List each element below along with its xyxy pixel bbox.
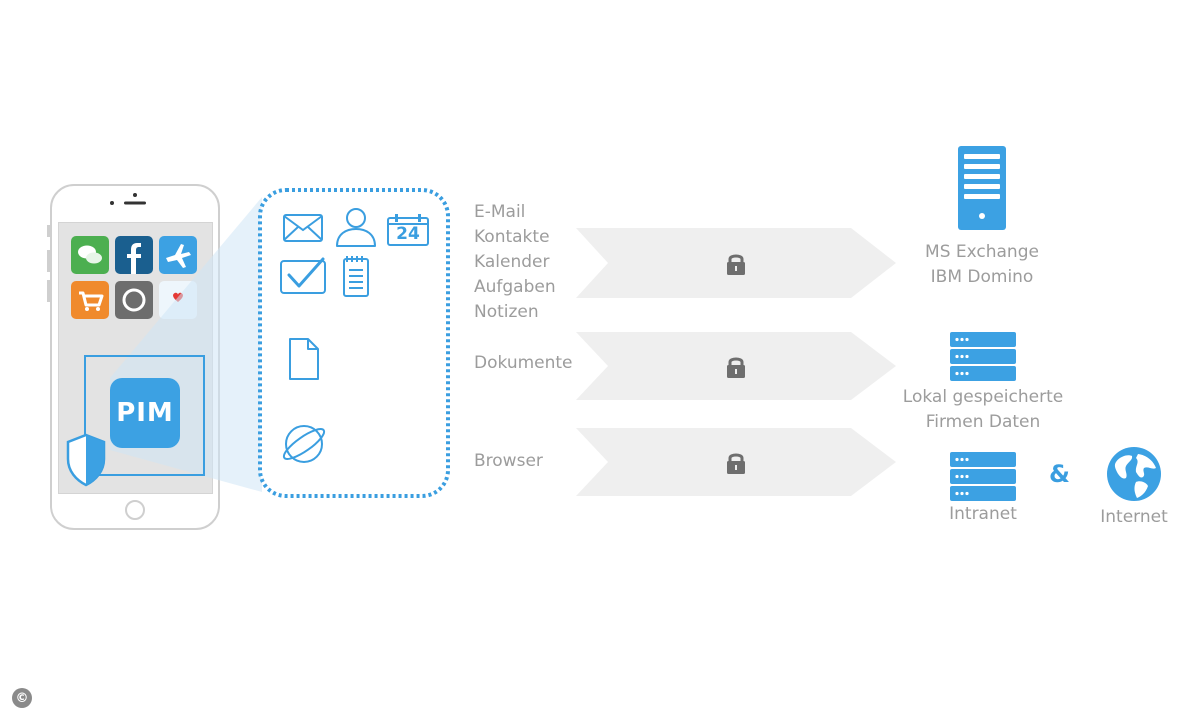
circle-app-icon — [115, 281, 153, 319]
label-email: E-Mail — [474, 202, 526, 222]
label-tasks: Aufgaben — [474, 277, 556, 297]
shield-icon — [66, 433, 106, 487]
phone-speaker — [110, 193, 146, 205]
chat-app-icon — [71, 236, 109, 274]
globe-icon — [1107, 447, 1161, 501]
server-rack-icon — [950, 452, 1016, 501]
contact-icon — [336, 208, 376, 247]
lock-icon — [727, 357, 745, 378]
phone-side-button — [47, 280, 50, 302]
server-tower-icon — [958, 146, 1006, 230]
mail-icon — [283, 214, 323, 242]
lock-icon — [727, 453, 745, 474]
calendar-day: 24 — [396, 224, 420, 244]
document-icon — [289, 338, 319, 380]
label-ibm-domino: IBM Domino — [930, 267, 1034, 287]
label-notes: Notizen — [474, 302, 539, 322]
label-browser: Browser — [474, 451, 543, 471]
home-button — [125, 500, 145, 520]
label-local-stored: Lokal gespeicherte — [902, 387, 1064, 407]
label-calendar: Kalender — [474, 252, 550, 272]
phone-side-button — [47, 225, 50, 237]
phone-side-button — [47, 250, 50, 272]
channel-labels-pim: E-Mail Kontakte Kalender Aufgaben Notize… — [474, 200, 556, 325]
label-internet: Internet — [1100, 507, 1168, 527]
secure-container — [258, 188, 450, 498]
plane-app-icon — [159, 236, 197, 274]
tasks-icon — [280, 257, 326, 294]
label-documents: Dokumente — [474, 353, 573, 373]
calendar-icon — [387, 214, 429, 246]
lock-icon — [727, 254, 745, 275]
notes-icon — [343, 256, 369, 297]
local-data-label: Lokal gespeicherte Firmen Daten — [892, 385, 1074, 435]
browser-icon — [282, 425, 326, 463]
exchange-label: MS Exchange IBM Domino — [912, 240, 1052, 290]
facebook-app-icon — [115, 236, 153, 274]
pim-app-icon[interactable]: PIM — [110, 378, 180, 448]
label-company-data: Firmen Daten — [925, 412, 1041, 432]
label-contacts: Kontakte — [474, 227, 550, 247]
cart-app-icon — [71, 281, 109, 319]
server-rack-icon — [950, 332, 1016, 381]
label-intranet: Intranet — [949, 504, 1017, 524]
copyright-badge: © — [12, 688, 32, 708]
heart-app-icon — [159, 281, 197, 319]
pim-highlight-frame — [84, 355, 205, 476]
ampersand: & — [1049, 460, 1070, 488]
label-ms-exchange: MS Exchange — [925, 242, 1039, 262]
